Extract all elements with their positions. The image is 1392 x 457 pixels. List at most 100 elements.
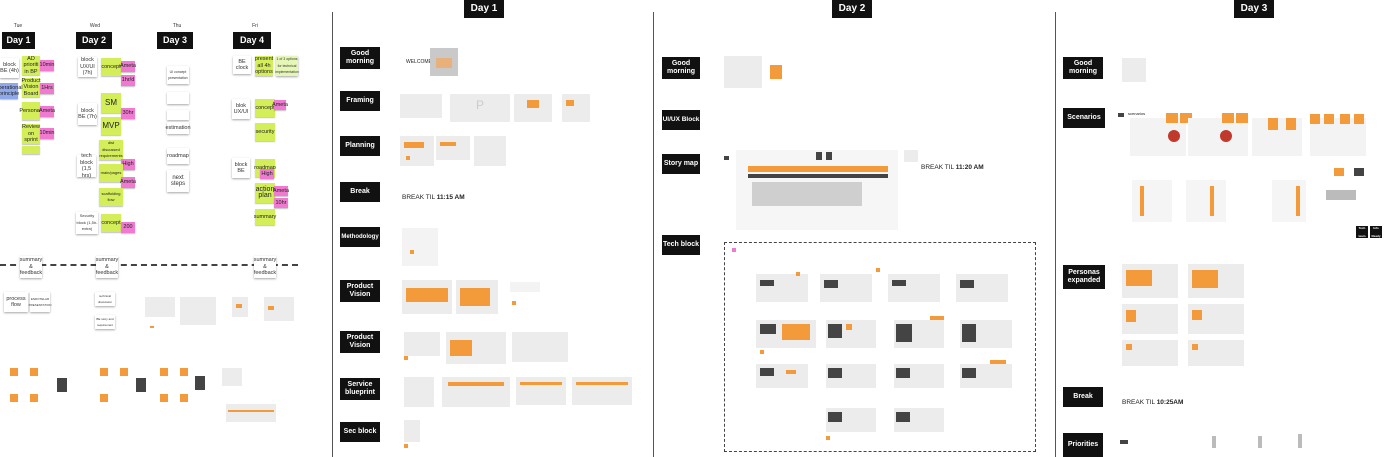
overview-day-1-header[interactable]: Day 1 <box>2 32 35 49</box>
methodology-diagram[interactable] <box>402 228 438 266</box>
product-vision-note[interactable] <box>510 282 540 292</box>
thumbnail[interactable] <box>222 368 242 386</box>
thumbnail[interactable] <box>226 404 276 422</box>
block-card[interactable]: tech block (1,5 hrs) <box>77 153 96 179</box>
framing-thumbnail[interactable] <box>400 94 442 118</box>
tech-team-tag[interactable]: Tech team <box>1356 226 1368 238</box>
block-card[interactable]: block UX/UI (7h) <box>78 57 97 77</box>
section-ui-ux-block[interactable]: UI/UX Block <box>662 110 700 130</box>
section-good-morning[interactable]: Good morning <box>340 47 380 69</box>
process-card[interactable]: process flow <box>4 292 28 312</box>
white-card[interactable]: estimation <box>165 122 191 134</box>
info-ready-tag[interactable]: Info Ready <box>1370 226 1382 238</box>
section-product-vision[interactable]: Product Vision <box>340 280 380 302</box>
green-sticky[interactable]: dist discussed requirements <box>99 140 123 160</box>
pink-sticky[interactable]: 1Hrs <box>40 83 54 94</box>
section-priorities[interactable]: Priorities <box>1063 433 1103 457</box>
pink-sticky[interactable]: Ameta <box>272 100 288 110</box>
tech-thumbnail[interactable] <box>820 274 872 302</box>
day-3-header[interactable]: Day 3 <box>1234 0 1274 18</box>
green-sticky[interactable]: MVP <box>101 117 121 135</box>
pink-sticky[interactable]: Ameta <box>120 177 136 188</box>
block-card[interactable]: Security block (1,5h-extra) <box>76 212 98 234</box>
blueprint-thumbnail[interactable] <box>516 377 566 405</box>
pink-sticky[interactable]: High <box>121 159 135 170</box>
green-sticky[interactable]: Personas <box>19 102 43 120</box>
thumbnail[interactable] <box>180 297 216 325</box>
thumbnail[interactable] <box>145 297 175 317</box>
pink-sticky[interactable]: 10hr <box>274 198 288 208</box>
note-card[interactable]: 1 of 3 options for technical implementat… <box>275 56 299 76</box>
section-break[interactable]: Break <box>1063 387 1103 407</box>
green-sticky[interactable]: action plan <box>255 183 275 203</box>
scenario-list[interactable] <box>1186 180 1226 222</box>
pink-sticky[interactable]: 10min <box>40 60 55 71</box>
green-sticky[interactable]: concept <box>101 58 121 76</box>
green-sticky[interactable]: scaffolding flow <box>99 188 123 206</box>
summary-card[interactable]: summary & feedback <box>19 256 43 278</box>
overview-day-4-header[interactable]: Day 4 <box>233 32 271 49</box>
pink-sticky[interactable]: Ameta <box>273 186 289 196</box>
framing-thumbnail[interactable] <box>562 94 590 122</box>
green-sticky[interactable] <box>22 146 40 154</box>
section-sec-block[interactable]: Sec block <box>340 422 380 442</box>
green-sticky[interactable]: SM <box>101 93 121 113</box>
pink-sticky[interactable]: 10min <box>40 128 55 139</box>
block-card[interactable]: block BE (4h) <box>0 58 19 78</box>
section-product-vision-2[interactable]: Product Vision <box>340 331 380 353</box>
section-good-morning[interactable]: Good morning <box>662 57 700 79</box>
block-card[interactable]: blok UX/UI <box>232 99 250 119</box>
tech-block-frame[interactable] <box>724 242 1036 452</box>
planning-thumbnail[interactable] <box>400 136 434 166</box>
section-break[interactable]: Break <box>340 182 380 202</box>
section-scenarios[interactable]: Scenarios <box>1063 108 1105 128</box>
tech-thumbnail[interactable] <box>888 274 940 302</box>
section-methodology[interactable]: Methodology <box>340 227 380 247</box>
pink-sticky[interactable]: High <box>260 169 274 179</box>
summary-card[interactable]: summary & feedback <box>95 256 119 278</box>
green-sticky[interactable]: Review on sprint <box>21 124 41 144</box>
green-sticky[interactable]: AD prioriti in BP <box>22 55 40 75</box>
pink-sticky[interactable]: Ameta <box>39 106 55 117</box>
pink-sticky[interactable]: 1hr/d <box>121 75 135 86</box>
scenario-card[interactable] <box>1310 118 1366 156</box>
green-sticky[interactable]: Product Vision Board <box>21 77 41 97</box>
day-2-header[interactable]: Day 2 <box>832 0 872 18</box>
white-card[interactable] <box>167 110 189 120</box>
overview-day-2-header[interactable]: Day 2 <box>76 32 112 49</box>
section-service-blueprint[interactable]: Service blueprint <box>340 378 380 400</box>
scenario-card[interactable] <box>1188 118 1248 156</box>
day-1-header[interactable]: Day 1 <box>464 0 504 18</box>
pink-sticky[interactable]: 30hr <box>121 108 135 119</box>
white-card[interactable]: UI concept presentation <box>167 66 189 84</box>
tech-thumbnail[interactable] <box>956 274 1008 302</box>
good-morning-thumbnail[interactable] <box>1122 58 1146 82</box>
white-card[interactable]: technical discussion <box>95 292 115 306</box>
product-vision-thumbnail[interactable] <box>512 332 568 362</box>
good-morning-thumbnail[interactable] <box>724 56 762 88</box>
pink-sticky[interactable]: 200 <box>121 222 135 233</box>
section-good-morning[interactable]: Good morning <box>1063 57 1103 79</box>
overview-day-3-header[interactable]: Day 3 <box>157 32 193 49</box>
block-card[interactable]: BE clock <box>233 56 251 74</box>
sec-block-thumbnail[interactable] <box>404 420 420 442</box>
section-story-map[interactable]: Story map <box>662 154 700 174</box>
green-sticky[interactable]: security <box>255 123 275 141</box>
green-sticky[interactable]: present all 4h options <box>254 56 274 76</box>
green-sticky[interactable]: concept <box>255 99 275 117</box>
green-sticky[interactable]: concept <box>101 214 121 232</box>
block-card[interactable]: block BE <box>232 158 250 178</box>
blueprint-thumbnail[interactable] <box>404 377 434 407</box>
scenario-list[interactable] <box>1132 180 1172 222</box>
white-card[interactable]: next steps <box>167 170 189 192</box>
section-planning[interactable]: Planning <box>340 136 380 156</box>
block-card[interactable]: block BE (7h) <box>78 103 97 125</box>
section-framing[interactable]: Framing <box>340 91 380 111</box>
white-card[interactable]: roadmap <box>167 148 189 164</box>
story-map-thumbnail[interactable] <box>904 150 918 162</box>
framing-thumbnail[interactable] <box>514 94 552 122</box>
white-card[interactable]: BE story and requirement <box>95 315 115 329</box>
green-sticky[interactable]: summary <box>254 209 276 225</box>
summary-card[interactable]: summary & feedback <box>253 256 277 278</box>
pink-sticky[interactable]: Ameta <box>120 61 136 72</box>
